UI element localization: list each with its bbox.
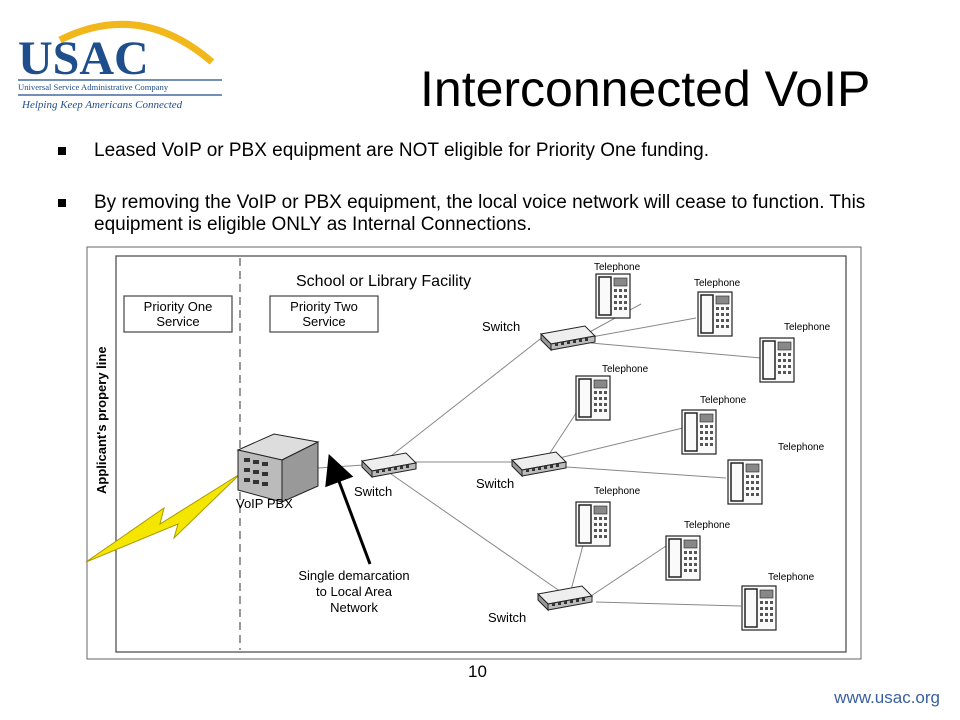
priority-one-line2: Service [156,314,199,329]
bullet-item: Leased VoIP or PBX equipment are NOT eli… [58,140,918,162]
website-link[interactable]: www.usac.org [834,688,940,707]
priority-two-line1: Priority Two [290,299,358,314]
demarcation-line1: Single demarcation [298,568,409,583]
logo-tagline: Helping Keep Americans Connected [21,99,183,111]
demarcation-line2: to Local Area [316,584,393,599]
network-links [317,303,762,607]
network-diagram: Applicant's propery line School or Libra… [86,246,862,660]
logo-wordmark: USAC [18,32,149,85]
facility-frame [115,255,847,653]
telephone-icon [681,409,717,455]
priority-one-line1: Priority One [144,299,213,314]
switch-label: Switch [482,319,520,334]
telephone-icon [595,273,631,319]
telephone-icon [575,501,611,547]
bullet-square-icon [58,147,66,155]
demarcation-arrow [325,453,372,565]
bullet-text: By removing the VoIP or PBX equipment, t… [94,192,866,235]
bullet-item: By removing the VoIP or PBX equipment, t… [58,192,918,236]
telephone-label: Telephone [700,395,747,406]
telephone-icon [727,459,763,505]
telephone-label: Telephone [602,364,649,375]
telephone-icon [759,337,795,383]
facility-label: School or Library Facility [296,273,471,290]
bullet-square-icon [58,199,66,207]
voip-pbx-icon [236,433,320,503]
demarcation-line3: Network [330,600,378,615]
bullet-list: Leased VoIP or PBX equipment are NOT eli… [58,140,918,266]
bullet-text: Leased VoIP or PBX equipment are NOT eli… [94,140,710,161]
telephone-label: Telephone [694,278,741,289]
telephone-label: Telephone [594,486,641,497]
page-number: 10 [468,662,487,681]
telephone-icon [575,375,611,421]
telephone-icon [741,585,777,631]
logo-swoosh-icon [58,20,215,65]
switch-label: Switch [488,610,526,625]
pbx-label: VoIP PBX [236,496,293,511]
telephone-label: Telephone [594,262,641,273]
switch-label: Switch [476,476,514,491]
telephone-label: Telephone [768,572,815,583]
switch-label: Switch [354,484,392,499]
logo-company: Universal Service Administrative Company [18,82,169,92]
priority-two-line2: Service [302,314,345,329]
telephone-icon [665,535,701,581]
telephone-icon [697,291,733,337]
telephone-group: Telephone Telephone Telephone Telephone … [575,262,831,631]
telephone-label: Telephone [784,322,831,333]
telephone-label: Telephone [684,520,731,531]
property-line-label: Applicant's propery line [94,346,109,494]
telephone-label: Telephone [778,442,825,453]
usac-logo: USAC Universal Service Administrative Co… [18,20,222,111]
priority-two-box [269,295,379,333]
priority-one-box [123,295,233,333]
slide-title: Interconnected VoIP [420,61,871,117]
